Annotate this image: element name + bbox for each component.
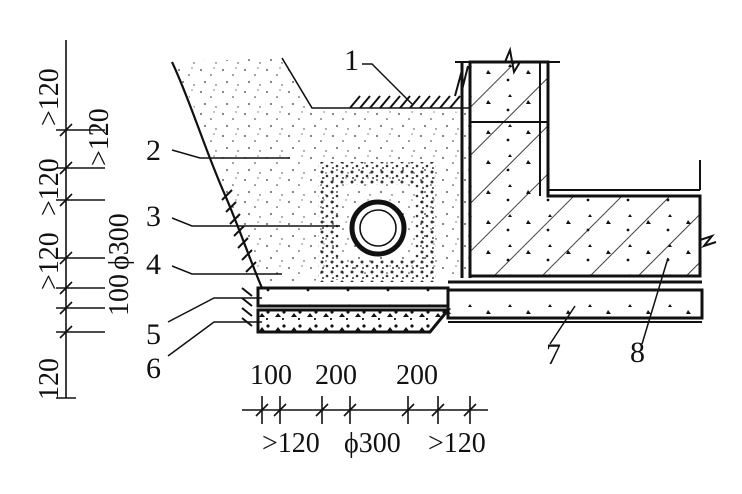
dim-bottom-top-3: 200 [396, 360, 438, 391]
dim-bottom-top-2: 200 [315, 360, 357, 391]
label-5: 5 [146, 318, 161, 351]
label-8: 8 [630, 336, 645, 369]
dim-left-6: ϕ300 [104, 213, 135, 270]
label-3: 3 [146, 200, 161, 233]
side-hatch [221, 189, 257, 327]
ground-surface-line [281, 57, 470, 109]
floor-slab [446, 288, 704, 320]
label-4: 4 [146, 248, 161, 281]
left-dimension-texts: >120 >120 >120 120 >120 ϕ300 100 [34, 68, 135, 400]
label-6: 6 [146, 352, 161, 385]
dim-left-1: >120 [34, 68, 65, 126]
ground-hatch [349, 65, 469, 109]
dim-bottom-2: ϕ300 [344, 428, 401, 459]
label-2: 2 [146, 134, 161, 167]
dim-left-3: >120 [34, 232, 65, 290]
bottom-dimension-texts: 100 200 200 >120 ϕ300 >120 [250, 360, 486, 459]
label-7: 7 [546, 338, 561, 371]
excavation-edge [171, 61, 264, 289]
dim-bottom-top-1: 100 [250, 360, 292, 391]
dim-bottom-1: >120 [262, 428, 320, 459]
leader-lines [167, 63, 669, 357]
dim-left-5: 100 [104, 274, 135, 316]
cushion-layer-lower [256, 308, 452, 334]
cushion-layer-upper [256, 286, 450, 308]
dim-bottom-3: >120 [428, 428, 486, 459]
left-dimension-chain [56, 40, 105, 399]
label-1: 1 [344, 44, 359, 77]
dim-left-7: 120 [34, 358, 65, 400]
dim-left-2: >120 [34, 158, 65, 216]
dim-left-4: >120 [84, 108, 115, 166]
bottom-dimension-chain [242, 396, 488, 424]
